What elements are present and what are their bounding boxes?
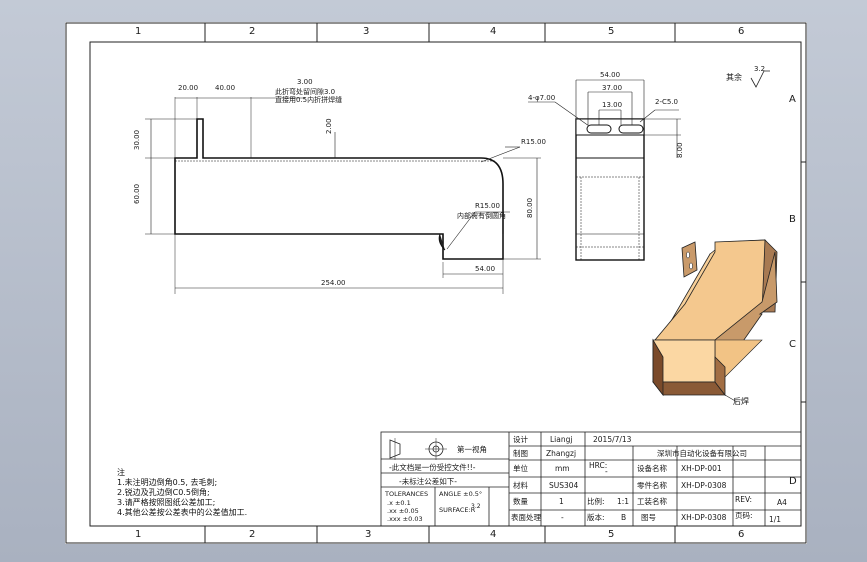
end-dim-holes: 4-φ7.00 [528, 94, 555, 102]
weld-note: 直接用0.5内折拼焊缝 [275, 95, 342, 104]
iso-weld-label: 后焊 [733, 396, 749, 406]
surface-treatment-value: - [561, 513, 564, 522]
tolerance-row-1: .x ±0.1 [387, 499, 411, 507]
zone-row-b: B [789, 214, 796, 225]
zone-col-6-top: 6 [738, 26, 744, 37]
dim-20: 20.00 [178, 84, 198, 92]
tolerance-header: -未标注公差如下- [399, 476, 457, 486]
zone-col-3-top: 3 [363, 26, 369, 37]
drawing-no-value: XH-DP-0308 [681, 513, 727, 522]
zone-col-2-bottom: 2 [249, 529, 255, 540]
angle-tolerance: ANGLE ±0.5° [439, 490, 482, 498]
notes-title: 注 [117, 468, 125, 477]
projection-label: 第一视角 [457, 444, 487, 454]
end-dim-37: 37.00 [602, 84, 622, 92]
end-dim-13: 13.00 [602, 101, 622, 109]
dim-30: 30.00 [133, 130, 141, 150]
note-item: 2.锐边及孔边倒C0.5倒角; [117, 488, 210, 497]
surface-tolerance-value: 3.2 [471, 503, 481, 510]
qty-value: 1 [559, 497, 564, 506]
zone-col-4-top: 4 [490, 26, 496, 37]
design-date: 2015/7/13 [593, 435, 632, 444]
controlled-doc-warning: -此文档是一份受控文件!!- [389, 462, 476, 472]
end-dim-chamfer: 2-C5.0 [655, 98, 678, 106]
zone-col-4-bottom: 4 [490, 529, 496, 540]
checker-name: Zhangzj [546, 449, 576, 458]
title-block-text: 第一视角 设计 Liangj 2015/7/13 制图 Zhangzj 深圳市自… [384, 434, 787, 524]
drawing-canvas: 1 2 3 4 5 6 1 2 3 4 5 6 A B C D 其余 3.2 [65, 22, 807, 544]
tolerance-row-2: .xx ±0.05 [387, 507, 419, 515]
zone-col-3-bottom: 3 [365, 529, 371, 540]
unit-value: mm [555, 464, 570, 473]
iso-view: 后焊 [652, 239, 778, 406]
project-label: 工装名称 [637, 496, 667, 506]
zone-col-5-bottom: 5 [608, 529, 614, 540]
dim-3: 3.00 [297, 78, 313, 86]
note-item: 1.未注明边倒角0.5, 去毛刺; [117, 478, 218, 487]
tolerance-row-3: .xxx ±0.03 [387, 515, 423, 523]
dim-r15-inner: R15.00 [475, 202, 500, 210]
surface-tolerance: SURFACE:R [439, 506, 476, 514]
tolerances-title: TOLERANCES [384, 490, 428, 498]
zone-col-2-top: 2 [249, 26, 255, 37]
qty-label: 数量 [513, 496, 528, 506]
page-value: 1/1 [769, 515, 781, 524]
zone-row-d: D [789, 476, 797, 487]
version-value: B [621, 513, 626, 522]
end-dim-54: 54.00 [600, 71, 620, 79]
dim-2: 2.00 [325, 118, 333, 134]
end-view: 54.00 37.00 13.00 4-φ7.00 2-C5.0 8.00 [528, 71, 684, 261]
scale-label: 比例: [587, 496, 605, 506]
surface-finish-symbol: 其余 3.2 [726, 65, 770, 88]
drawing-no-label: 图号 [641, 513, 656, 522]
equip-name-value: XH-DP-001 [681, 464, 722, 473]
zone-col-5-top: 5 [608, 26, 614, 37]
note-item: 4.其他公差按公差表中的公差值加工. [117, 508, 248, 517]
dim-54-base: 54.00 [475, 265, 495, 273]
zone-row-c: C [789, 339, 796, 350]
page-label: 页码: [735, 511, 753, 520]
design-label: 设计 [513, 434, 528, 444]
dim-40: 40.00 [215, 84, 235, 92]
company-name: 深圳市自动化设备有限公司 [657, 448, 747, 458]
end-dim-8: 8.00 [676, 142, 684, 158]
side-view: 20.00 40.00 3.00 此折弯处留间隙3.0 直接用0.5内折拼焊缝 … [133, 78, 546, 294]
hrc-label: HRC: [589, 461, 607, 470]
bend-gap-note: 此折弯处留间隙3.0 [275, 87, 335, 96]
surface-finish-label: 其余 [726, 72, 742, 82]
title-block [380, 431, 802, 527]
rev-label: REV: [735, 495, 752, 504]
equip-name-label: 设备名称 [637, 463, 667, 473]
designer-name: Liangj [550, 435, 572, 444]
zone-col-6-bottom: 6 [738, 529, 744, 540]
surface-finish-value: 3.2 [754, 65, 765, 73]
dim-r15-outer: R15.00 [521, 138, 546, 146]
note-item: 3.请严格按照图纸公差加工; [117, 498, 216, 507]
part-name-value: XH-DP-0308 [681, 481, 727, 490]
inner-fillet-note: 内部需有倒圆角 [457, 211, 506, 220]
unit-label: 单位 [513, 463, 528, 473]
hrc-value: - [605, 467, 608, 476]
zone-col-1-bottom: 1 [135, 529, 141, 540]
zone-ticks [204, 23, 806, 543]
dim-80: 80.00 [526, 198, 534, 218]
material-label: 材料 [513, 480, 528, 490]
material-value: SUS304 [549, 481, 579, 490]
outer-frame [65, 22, 807, 544]
part-name-label: 零件名称 [637, 480, 667, 490]
scale-value: 1:1 [617, 497, 629, 506]
zone-col-1-top: 1 [135, 26, 141, 37]
drawing-sheet: 1 2 3 4 5 6 1 2 3 4 5 6 A B C D 其余 3.2 [65, 22, 807, 544]
sheet-size: A4 [777, 498, 787, 507]
surface-treatment-label: 表面处理 [511, 512, 541, 522]
dim-254: 254.00 [321, 279, 346, 287]
zone-row-a: A [789, 94, 796, 105]
version-label: 版本: [587, 512, 605, 522]
notes-block: 注 1.未注明边倒角0.5, 去毛刺; 2.锐边及孔边倒C0.5倒角; 3.请严… [117, 468, 247, 518]
dim-60: 60.00 [133, 184, 141, 204]
check-label: 制图 [513, 448, 528, 458]
